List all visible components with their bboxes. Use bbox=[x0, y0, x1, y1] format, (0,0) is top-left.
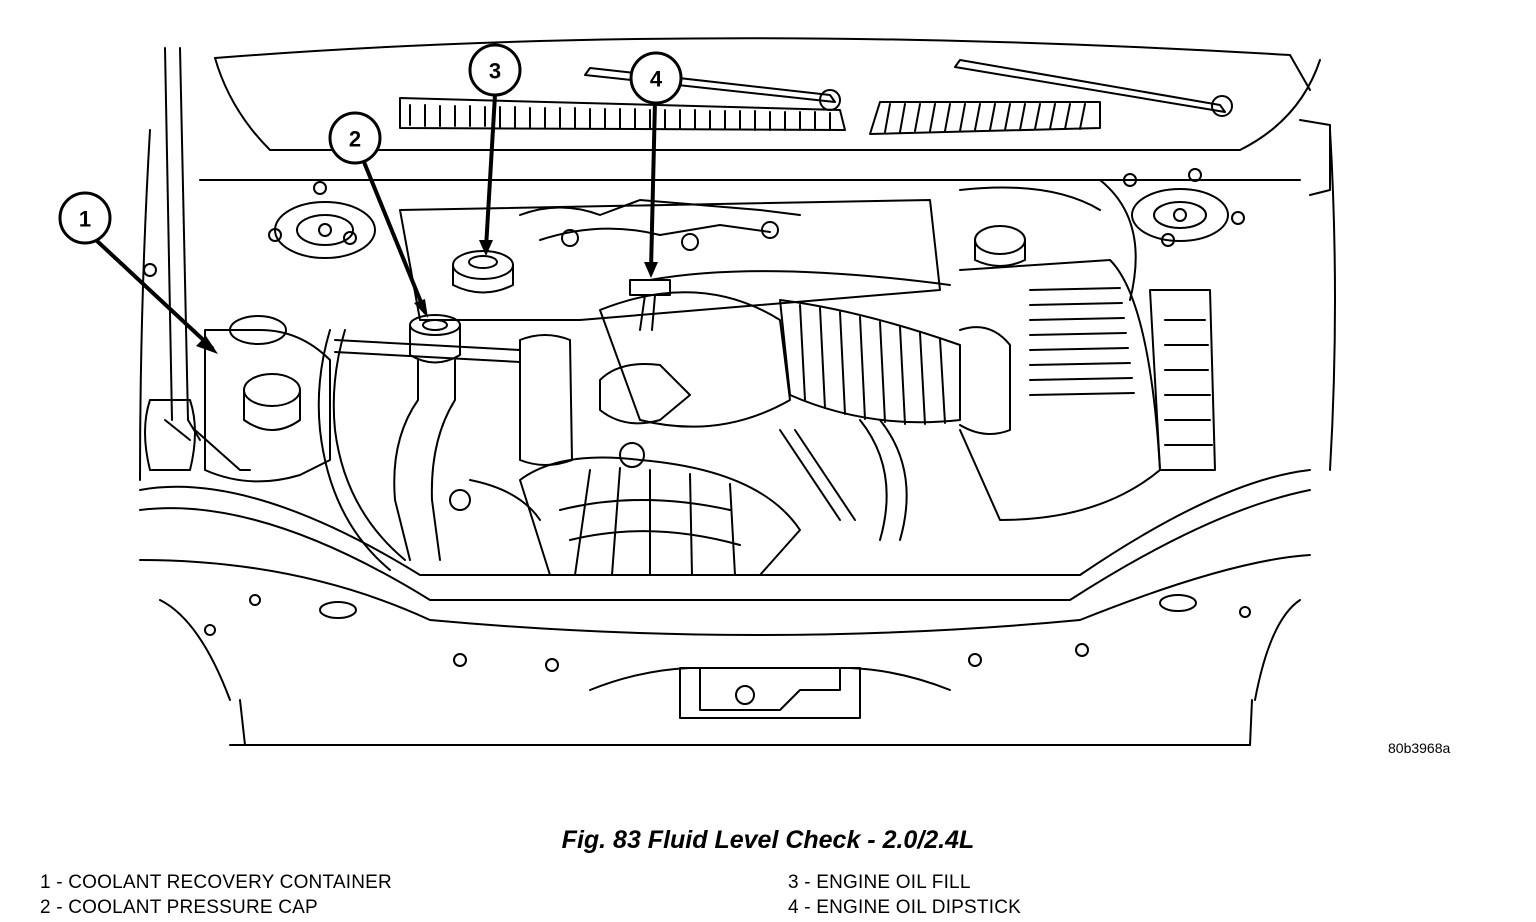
figure-caption: Fig. 83 Fluid Level Check - 2.0/2.4L bbox=[561, 826, 975, 854]
air-intake-duct bbox=[779, 299, 961, 424]
arrowhead-3 bbox=[479, 240, 493, 256]
left-fender-edge bbox=[139, 129, 151, 481]
arrowhead-2 bbox=[414, 299, 428, 318]
leader-line-4 bbox=[649, 99, 657, 272]
legend-item-3: 3 - ENGINE OIL FILL bbox=[788, 872, 971, 893]
valve-cover bbox=[399, 199, 941, 321]
transaxle-housing bbox=[519, 456, 801, 576]
cowl-top-line bbox=[214, 37, 1311, 91]
hood-latch bbox=[679, 667, 861, 719]
windshield-base bbox=[214, 57, 1321, 151]
leader-line-1 bbox=[94, 238, 214, 350]
wiper-arm-right bbox=[954, 59, 1226, 113]
callout-number-2: 2 bbox=[349, 127, 361, 152]
callout-number-4: 4 bbox=[650, 67, 663, 92]
wiper-arm-left bbox=[584, 67, 836, 103]
legend-item-2: 2 - COOLANT PRESSURE CAP bbox=[40, 897, 318, 918]
hood-left-prop bbox=[164, 47, 189, 421]
radiator-support bbox=[139, 469, 1311, 576]
legend-item-1: 1 - COOLANT RECOVERY CONTAINER bbox=[40, 872, 392, 893]
callout-circle-2 bbox=[328, 111, 382, 165]
right-fender-edge bbox=[1329, 129, 1336, 471]
callout-circle-1 bbox=[58, 191, 112, 245]
throttle-body bbox=[599, 291, 791, 428]
callout-circle-4 bbox=[629, 51, 683, 105]
callout-number-3: 3 bbox=[489, 59, 501, 84]
callout-circle-3 bbox=[468, 43, 522, 97]
leader-line-2 bbox=[362, 160, 427, 314]
cowl-vent-left bbox=[399, 97, 846, 131]
leader-line-3 bbox=[484, 93, 497, 250]
strut-tower-right bbox=[1131, 188, 1229, 242]
cowl-vent-right bbox=[869, 101, 1101, 135]
engine-oil-dipstick bbox=[629, 279, 671, 296]
coolant-recovery-container bbox=[204, 329, 331, 483]
legend-item-4: 4 - ENGINE OIL DIPSTICK bbox=[788, 897, 1021, 918]
strut-tower-left bbox=[274, 201, 376, 259]
callout-number-1: 1 bbox=[79, 207, 91, 232]
arrowhead-4 bbox=[644, 262, 658, 278]
coolant-pressure-cap bbox=[409, 324, 461, 364]
battery bbox=[1149, 289, 1216, 471]
figure-code: 80b3968a bbox=[1388, 740, 1451, 756]
arrowhead-1 bbox=[196, 336, 218, 354]
